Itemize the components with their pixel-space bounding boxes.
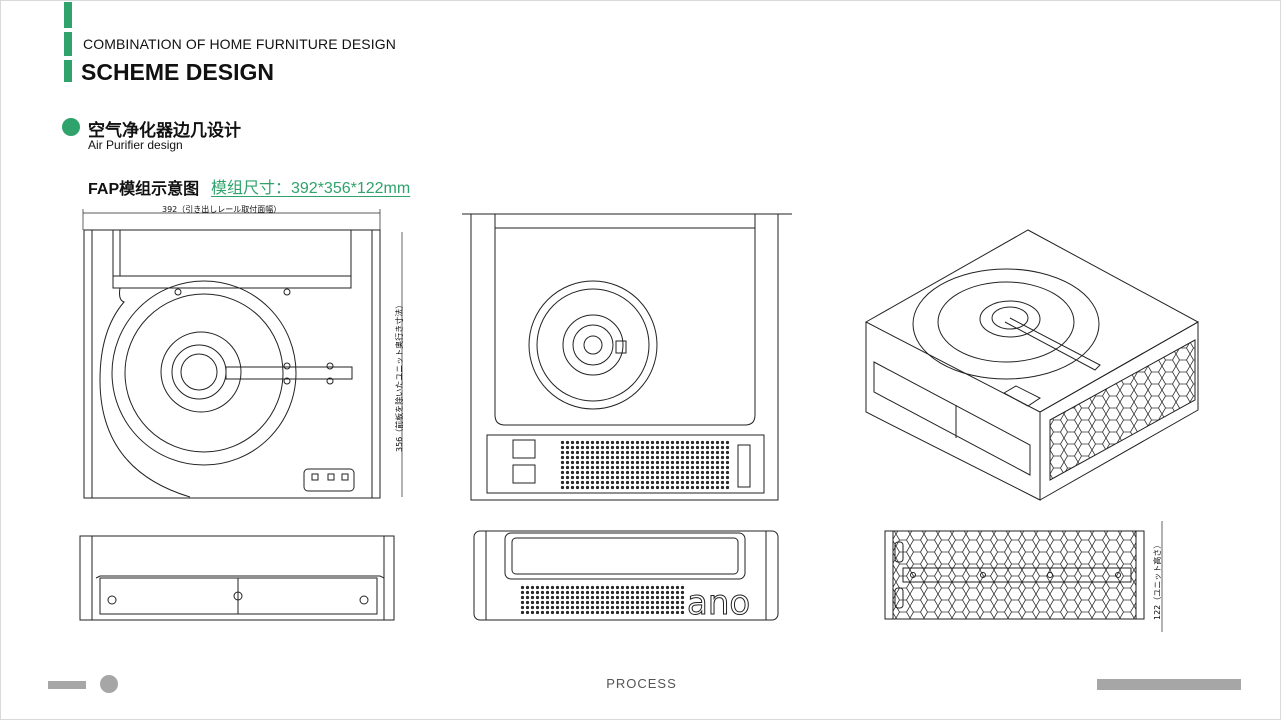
depth-dimension-label: 356（前板を除いたユニット奥行き寸法）	[394, 301, 404, 452]
back-grille-drawing: 122（ユニット高さ）	[884, 521, 1163, 632]
header-subtitle: COMBINATION OF HOME FURNITURE DESIGN	[83, 36, 396, 52]
front-view-drawing	[462, 213, 792, 501]
section-title-cn: 空气净化器边几设计	[88, 121, 241, 140]
side-view-drawing	[79, 535, 395, 621]
module-size-link[interactable]: 模组尺寸：392*356*122mm	[211, 180, 411, 197]
header-accent-gap	[64, 56, 72, 60]
footer-label: PROCESS	[606, 676, 677, 691]
top-view-drawing: 392（引き出しレール取付面幅） 356（前板を除いたユニット奥行き寸法）	[82, 204, 404, 499]
height-dimension-label: 122（ユニット高さ）	[1152, 541, 1162, 620]
header-accent-bar	[64, 2, 72, 82]
section-bullet-icon	[62, 118, 80, 136]
width-dimension-label: 392（引き出しレール取付面幅）	[162, 204, 281, 214]
page-title: SCHEME DESIGN	[81, 59, 274, 85]
header-accent-gap	[64, 28, 72, 32]
footer-left-bar	[48, 681, 86, 689]
footer-right-bar	[1097, 679, 1241, 690]
module-label: FAP模组示意图	[88, 181, 200, 198]
brand-logo: ano	[687, 583, 750, 623]
footer-dot-icon	[100, 675, 118, 693]
section-title-en: Air Purifier design	[88, 138, 183, 152]
front-panel-drawing: ano	[473, 530, 779, 624]
isometric-view-drawing	[864, 229, 1200, 501]
